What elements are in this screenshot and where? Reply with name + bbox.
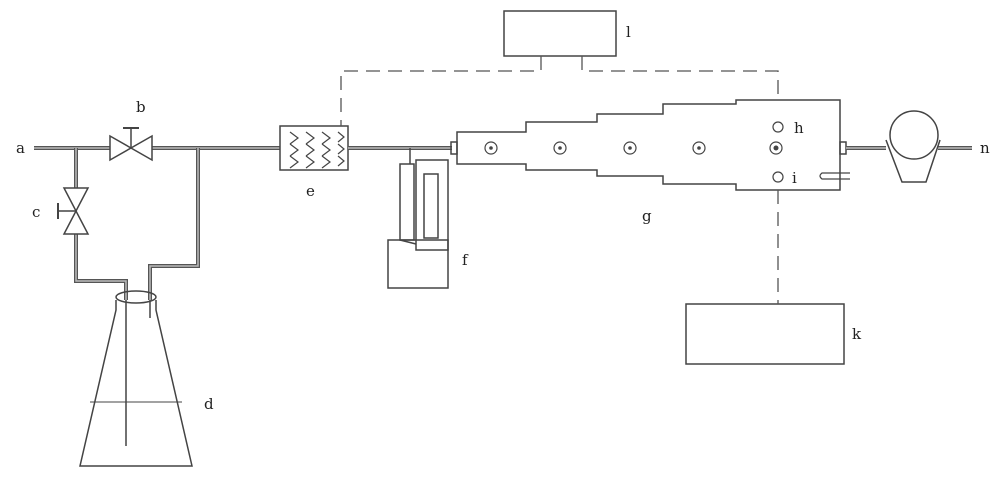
- feed-pipe: [348, 141, 458, 155]
- label-f: f: [462, 251, 469, 269]
- sampler-f: [387, 148, 449, 289]
- sensor-i: [772, 171, 784, 183]
- heater-e: [279, 125, 349, 171]
- outlet-pipe: [839, 141, 972, 155]
- pump: [885, 110, 941, 183]
- recorder-k: [685, 190, 845, 365]
- label-e: e: [306, 182, 315, 200]
- label-l: l: [626, 23, 631, 41]
- valve-c[interactable]: [57, 187, 90, 235]
- ports-row: [484, 141, 783, 155]
- reactor-g: [456, 99, 850, 191]
- label-g: g: [642, 207, 652, 225]
- sensor-h: [772, 121, 784, 133]
- label-h: h: [794, 119, 804, 137]
- label-b: b: [136, 98, 146, 116]
- bypass-branch: [74, 148, 200, 300]
- valve-b[interactable]: [109, 127, 153, 162]
- label-d: d: [204, 395, 214, 413]
- flask-d: [79, 290, 193, 467]
- label-k: k: [852, 325, 862, 343]
- label-c: c: [32, 203, 40, 221]
- controller-l: [340, 10, 779, 126]
- label-n: n: [980, 139, 990, 157]
- label-a: a: [16, 139, 25, 157]
- label-i: i: [792, 169, 797, 187]
